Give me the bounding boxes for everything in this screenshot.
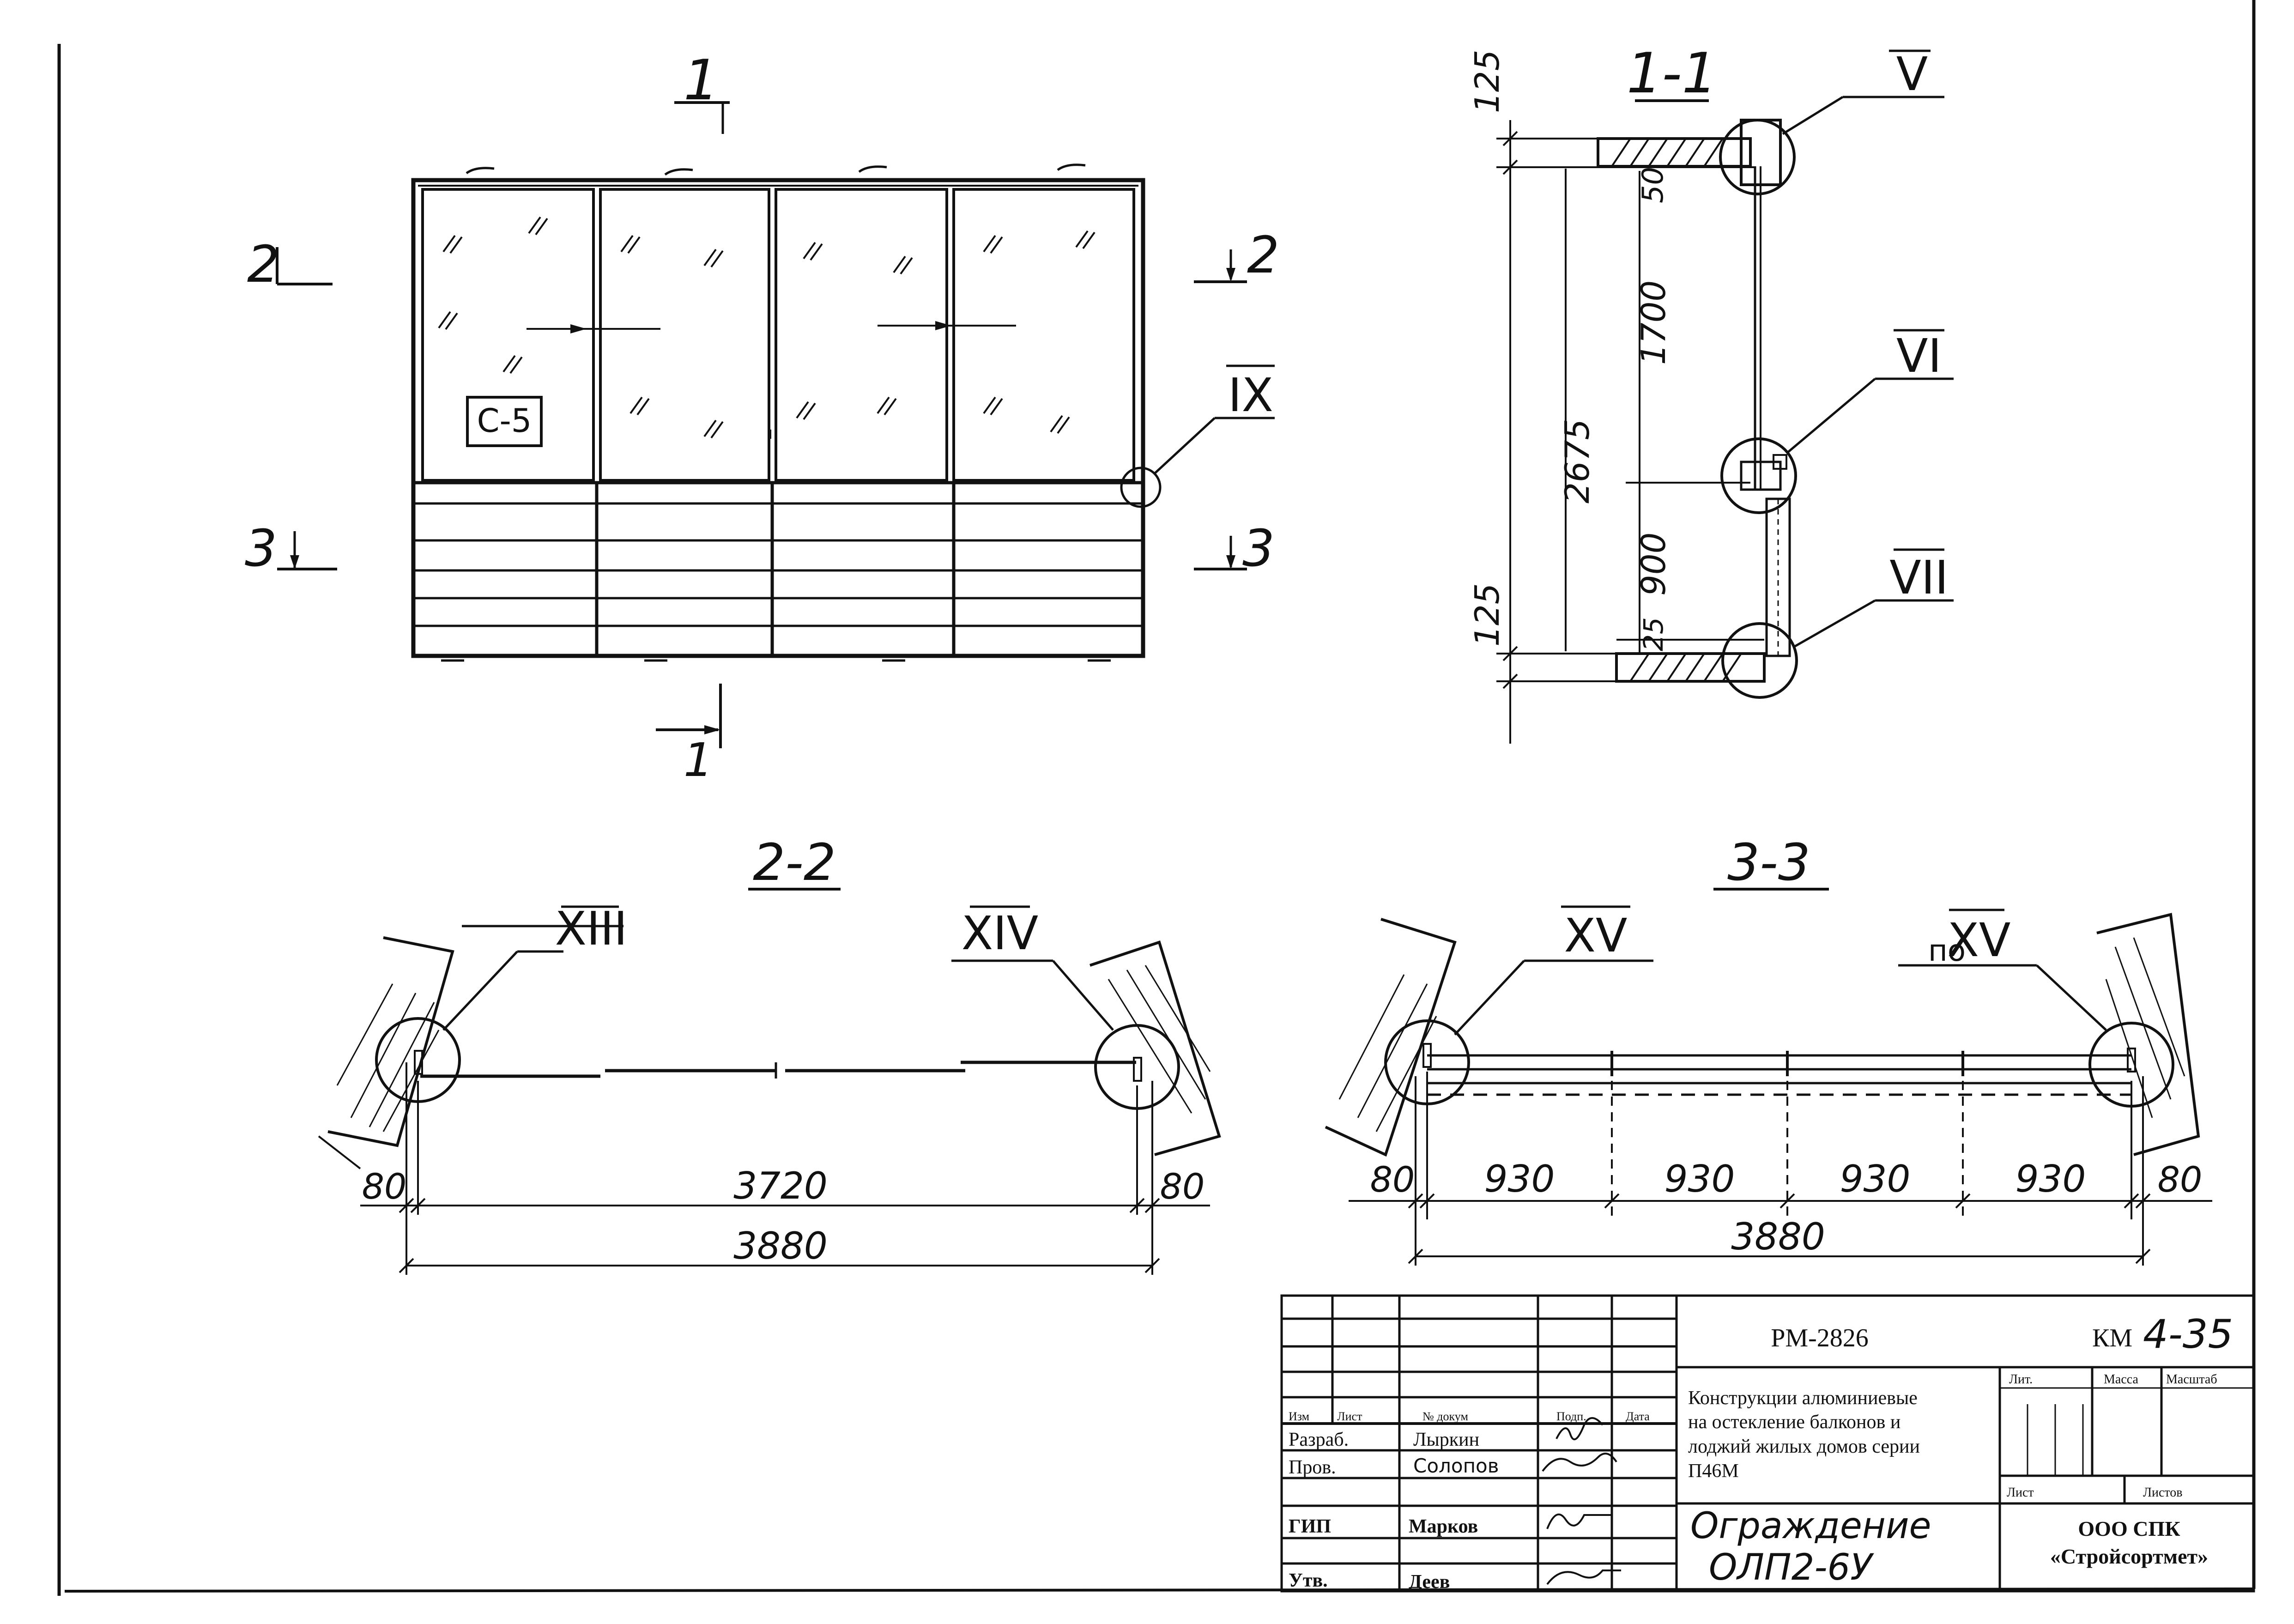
callout-xiv: XIV — [962, 906, 1038, 960]
header-col-list: Лист — [1337, 1410, 1362, 1423]
dim-2675: 2675 — [1558, 419, 1597, 503]
section-mark-3-right: 3 — [1242, 519, 1275, 578]
dim-3-3-bay-3: 930 — [1840, 1157, 1911, 1200]
section-3-3: 3-3 XV по XV — [1325, 833, 2212, 1266]
sheet-frame — [57, 0, 2256, 1596]
dim-3-3-bay-2: 930 — [1665, 1157, 1735, 1200]
drawing-name-line-1: Ограждение — [1690, 1505, 1931, 1547]
dim-1700: 1700 — [1634, 280, 1673, 365]
dim-2-2-right: 80 — [1160, 1166, 1205, 1207]
sheet-header-sheet: Лист — [2007, 1485, 2034, 1500]
stage-header-scale: Масштаб — [2166, 1372, 2217, 1387]
section-1-1-title: 1-1 — [1627, 42, 1717, 106]
dim-125-bottom: 125 — [1468, 583, 1507, 647]
doc-code: РМ-2826 — [1771, 1324, 1869, 1352]
stage-header-mass: Масса — [2104, 1372, 2139, 1387]
callout-xv-right-prefix: по — [1928, 934, 1966, 968]
callout-vi: VI — [1896, 329, 1942, 383]
section-2-2: 2-2 XIII XIV — [318, 833, 1221, 1275]
callout-xiii: XIII — [555, 902, 628, 956]
header-col-izm: Изм — [1289, 1410, 1309, 1423]
dim-2-2-total: 3880 — [733, 1224, 828, 1267]
callout-ix: IX — [1228, 368, 1273, 422]
role-developer: Разраб. — [1289, 1429, 1349, 1450]
desc-line-4: П46М — [1688, 1460, 1739, 1482]
section-1-1: 1-1 V VI — [1468, 42, 1954, 744]
dim-900: 900 — [1634, 533, 1673, 596]
role-checker: Пров. — [1289, 1457, 1336, 1478]
title-block: РМ-2826 КМ 4-35 Изм Лист № докум Подп. Д… — [1280, 1294, 2255, 1593]
section-mark-3-left: 3 — [245, 519, 277, 578]
dim-3-3-right: 80 — [2158, 1159, 2203, 1200]
dim-3-3-bay-1: 930 — [1484, 1157, 1555, 1200]
dim-3-3-total: 3880 — [1731, 1215, 1825, 1258]
header-col-sign: Подп. — [1556, 1410, 1586, 1423]
dim-2-2-left: 80 — [362, 1166, 407, 1207]
desc-line-2: на остекление балконов и — [1688, 1412, 1901, 1433]
desc-line-1: Конструкции алюминиевые — [1688, 1388, 1918, 1409]
section-2-2-title: 2-2 — [753, 833, 836, 892]
panel-label: С-5 — [477, 402, 532, 440]
sheet-code-prefix: КМ — [2092, 1324, 2132, 1352]
name-developer: Лыркин — [1413, 1429, 1479, 1450]
dim-3-3-bay-4: 930 — [2016, 1157, 2086, 1200]
name-approver: Деев — [1409, 1571, 1450, 1593]
sheet-code: 4-35 — [2143, 1311, 2233, 1357]
stage-header-lit: Лит. — [2009, 1372, 2033, 1387]
dim-125-top: 125 — [1468, 50, 1507, 113]
name-chief: Марков — [1409, 1516, 1478, 1537]
org-line-2: «Стройсортмет» — [2050, 1545, 2208, 1568]
section-mark-2-left: 2 — [247, 235, 279, 294]
section-mark-2-right: 2 — [1247, 225, 1279, 285]
drawing-name-line-2: ОЛП2-6У — [1709, 1547, 1874, 1588]
signatures — [1542, 1417, 1621, 1585]
callout-xv-left: XV — [1564, 909, 1628, 963]
header-col-doc: № докум — [1422, 1410, 1468, 1423]
callout-v: V — [1896, 47, 1928, 101]
org-line-1: ООО СПК — [2078, 1517, 2180, 1540]
section-mark-1-bottom: 1 — [684, 733, 713, 787]
role-approver: Утв. — [1289, 1570, 1328, 1591]
desc-line-3: лоджий жилых домов серии — [1688, 1436, 1920, 1457]
dim-50: 50 — [1636, 167, 1670, 203]
callout-vii: VII — [1889, 551, 1948, 605]
sheet-header-sheets: Листов — [2143, 1485, 2183, 1500]
section-3-3-title: 3-3 — [1727, 833, 1810, 892]
dim-25: 25 — [1638, 617, 1669, 651]
dim-2-2-middle: 3720 — [733, 1164, 828, 1207]
header-col-date: Дата — [1626, 1410, 1650, 1423]
role-chief: ГИП — [1289, 1516, 1331, 1537]
callout-xv-right: XV — [1948, 913, 2011, 967]
name-checker: Солопов — [1413, 1454, 1499, 1477]
elevation-view: 1 — [245, 48, 1279, 787]
dim-3-3-left: 80 — [1370, 1159, 1415, 1200]
